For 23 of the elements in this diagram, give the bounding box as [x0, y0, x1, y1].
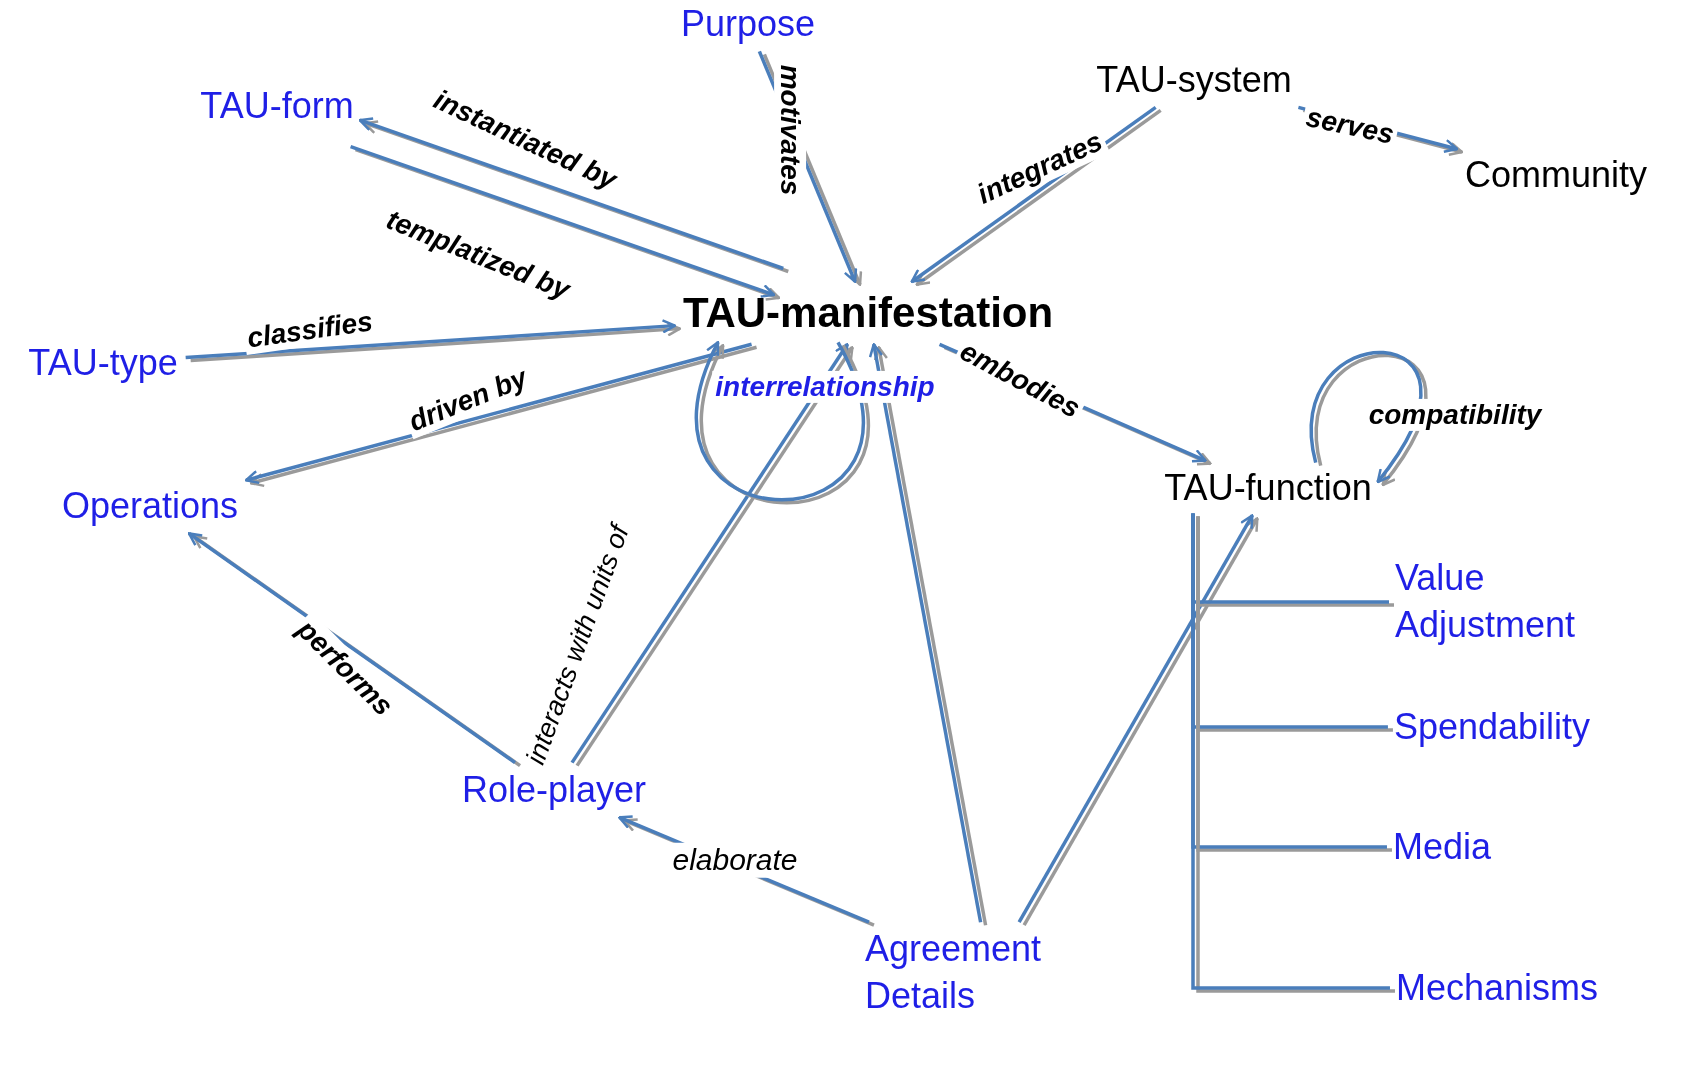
arrow [350, 144, 776, 298]
concept-label: TAU-system [1092, 54, 1296, 106]
arrow [185, 319, 677, 360]
arrow [244, 342, 753, 485]
concept-label: Agreement Details [861, 924, 1119, 1022]
concept-label: TAU-function [1160, 462, 1376, 514]
arrow [868, 343, 983, 923]
concept-label: Spendability [1389, 701, 1595, 753]
concept-label: Purpose [676, 0, 820, 50]
concept-label: Value Adjustment [1391, 553, 1659, 651]
arrow [358, 117, 784, 271]
arrow [1309, 350, 1423, 484]
arrow [695, 341, 865, 502]
concept-label: Mechanisms [1391, 962, 1603, 1014]
concept-label: TAU-type [24, 337, 182, 389]
connector-line [1191, 513, 1390, 990]
concept-label: Community [1461, 149, 1651, 201]
arrow [187, 531, 517, 765]
concept-label: TAU-form [196, 80, 358, 132]
arrow [570, 343, 849, 764]
concept-label: Operations [57, 480, 243, 532]
arrow [1017, 514, 1254, 924]
concept-label: Media [1388, 821, 1496, 873]
